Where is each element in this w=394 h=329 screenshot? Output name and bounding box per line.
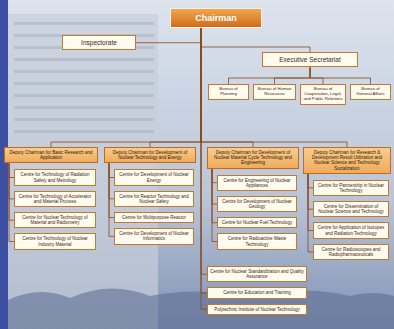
- node-text: Centre for Partnership in Nuclear Techno…: [316, 183, 386, 193]
- deputy-box: Deputy Chairman for Basic Research and A…: [4, 147, 98, 163]
- centre-box: Centre for Nuclear Technology of Materia…: [14, 212, 96, 228]
- institute-box: Polytechnic Institute of Nuclear Technol…: [207, 304, 307, 315]
- connector-line: [229, 67, 311, 84]
- centre-box: Centre for Radioactive Waste Technology: [217, 233, 297, 249]
- connector-line: [136, 28, 201, 42]
- centre-box: Centre for Education and Training: [207, 287, 307, 298]
- deputy-box: Deputy Chairman for Development of Nucle…: [104, 147, 196, 163]
- connector-line: [150, 28, 201, 147]
- chairman-box: Chairman: [170, 8, 262, 28]
- bureau-box: Bureau of Human Resources: [253, 84, 296, 100]
- photo-ground: [8, 0, 394, 329]
- node-text: Centre for Radioisotopes and Radiopharma…: [316, 247, 386, 257]
- centre-box: Centre for Technology of Radiation Safet…: [14, 169, 96, 185]
- centre-box: Centre for Technology of Nuclear Industr…: [14, 233, 96, 249]
- centre-box: Centre for Dissemination of Nuclear Scie…: [313, 201, 389, 217]
- connector-line: [201, 28, 310, 52]
- node-text: Centre for Nuclear Technology of Materia…: [17, 215, 93, 225]
- node-text: Deputy Chairman for Basic Research and A…: [7, 150, 95, 160]
- node-text: Centre for Engineering of Nuclear Applia…: [220, 178, 294, 188]
- building-windows: [14, 22, 154, 133]
- centre-box: Centre for Technology of Accelerator and…: [14, 191, 96, 207]
- node-text: Centre for Education and Training: [210, 290, 304, 295]
- node-text: Deputy Chairman for Development of Nucle…: [210, 150, 296, 166]
- node-text: Centre for Reactor Technology and Nuclea…: [117, 194, 191, 204]
- node-text: Bureau of Human Resources: [256, 87, 293, 97]
- node-text: Deputy Chairman for Development of Nucle…: [107, 150, 193, 160]
- node-text: Deputy Chairman for Research & Developme…: [306, 150, 388, 171]
- node-text: Centre for Nuclear Standardization and Q…: [210, 269, 304, 279]
- connector-line: [51, 28, 201, 147]
- centre-box: Centre for Development of Nuclear Inform…: [114, 228, 194, 244]
- connector-line: [310, 67, 371, 84]
- node-text: Centre for Dissemination of Nuclear Scie…: [316, 204, 386, 214]
- node-text: Bureau of Cooperation, Legal, and Public…: [303, 87, 343, 102]
- node-text: Centre for Development of Nuclear Energy: [117, 172, 191, 182]
- centre-box: Centre for Development of Nuclear Energy: [114, 169, 194, 185]
- node-text: Centre for Nuclear Fuel Technology: [220, 220, 294, 225]
- node-text: Inspectorate: [65, 39, 133, 46]
- node-text: Bureau of General Affairs: [353, 87, 388, 97]
- centre-box: Centre for Engineering of Nuclear Applia…: [217, 175, 297, 191]
- node-text: Bureau of Planning: [211, 87, 246, 97]
- centre-box: Centre for Radioisotopes and Radiopharma…: [313, 244, 389, 260]
- node-text: Centre for Multipurpose Reactor: [117, 215, 191, 220]
- connector-line: [275, 67, 311, 84]
- centre-box: Centre for Nuclear Fuel Technology: [217, 217, 297, 228]
- connector-line: [201, 28, 347, 147]
- node-text: Centre for Development of Nuclear Geolog…: [220, 199, 294, 209]
- deputy-box: Deputy Chairman for Development of Nucle…: [207, 147, 299, 169]
- secretariat-box: Executive Secretariat: [262, 52, 358, 67]
- node-text: Executive Secretariat: [265, 56, 355, 63]
- centre-box: Centre for Development of Nuclear Geolog…: [217, 196, 297, 212]
- bureau-box: Bureau of Planning: [208, 84, 249, 100]
- node-text: Centre for Technology of Radiation Safet…: [17, 172, 93, 182]
- connector-line: [310, 67, 323, 84]
- centre-box: Centre for Application of Isotopes and R…: [313, 222, 389, 238]
- deputy-box: Deputy Chairman for Research & Developme…: [303, 147, 391, 174]
- node-text: Centre for Technology of Nuclear Industr…: [17, 236, 93, 246]
- bureau-box: Bureau of General Affairs: [350, 84, 391, 100]
- centre-box: Centre for Partnership in Nuclear Techno…: [313, 180, 389, 196]
- node-text: Polytechnic Institute of Nuclear Technol…: [210, 307, 304, 312]
- centre-box: Centre for Reactor Technology and Nuclea…: [114, 191, 194, 207]
- bureau-box: Bureau of Cooperation, Legal, and Public…: [300, 84, 346, 105]
- node-text: Chairman: [173, 13, 259, 23]
- node-text: Centre for Application of Isotopes and R…: [316, 225, 386, 235]
- inspectorate-box: Inspectorate: [62, 35, 136, 50]
- centre-box: Centre for Multipurpose Reactor: [114, 212, 194, 223]
- node-text: Centre for Technology of Accelerator and…: [17, 194, 93, 204]
- node-text: Centre for Radioactive Waste Technology: [220, 236, 294, 246]
- node-text: Centre for Development of Nuclear Inform…: [117, 231, 191, 241]
- connector-line: [201, 28, 253, 147]
- centre-box: Centre for Nuclear Standardization and Q…: [207, 266, 307, 282]
